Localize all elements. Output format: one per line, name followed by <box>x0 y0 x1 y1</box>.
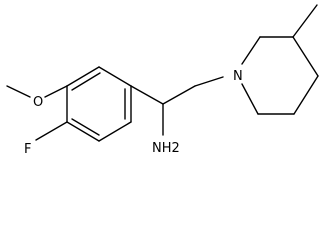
methoxy-group <box>6 85 68 98</box>
bond-oxygen-ring <box>44 85 68 98</box>
bond-alpha-carbon-methylene <box>162 85 196 105</box>
benzene-ring <box>66 66 132 142</box>
ring-bond-1 <box>66 66 100 87</box>
methoxy-oxygen-label: O <box>33 95 43 110</box>
ring-bond-5-inner <box>71 118 100 136</box>
ring-bond-1-inner <box>71 72 101 91</box>
piperidine-bond-c6-n <box>241 83 259 115</box>
bond-ring-fluorine <box>35 121 68 141</box>
amine-label: NH2 <box>152 141 180 156</box>
side-chain <box>130 76 224 136</box>
piperidine-bond-c4-c5 <box>293 75 319 115</box>
piperidine-bond-n-upper <box>241 36 261 65</box>
ring-nitrogen-label: N <box>233 69 243 84</box>
piperidine-bond-c3-c4 <box>292 36 319 77</box>
bond-ring-alpha-carbon <box>130 85 164 105</box>
ring-bond-2 <box>98 66 132 87</box>
ring-bond-4 <box>98 121 132 142</box>
piperidine-ring <box>241 36 319 115</box>
fluorine-label: F <box>24 142 31 157</box>
bond-methyl-oxygen <box>6 85 31 98</box>
bond-methyl-substituent <box>292 4 318 38</box>
ring-bond-5 <box>66 121 100 142</box>
chemical-structure-diagram: O F NH2 N <box>6 4 319 157</box>
bond-methylene-nitrogen <box>194 76 224 87</box>
